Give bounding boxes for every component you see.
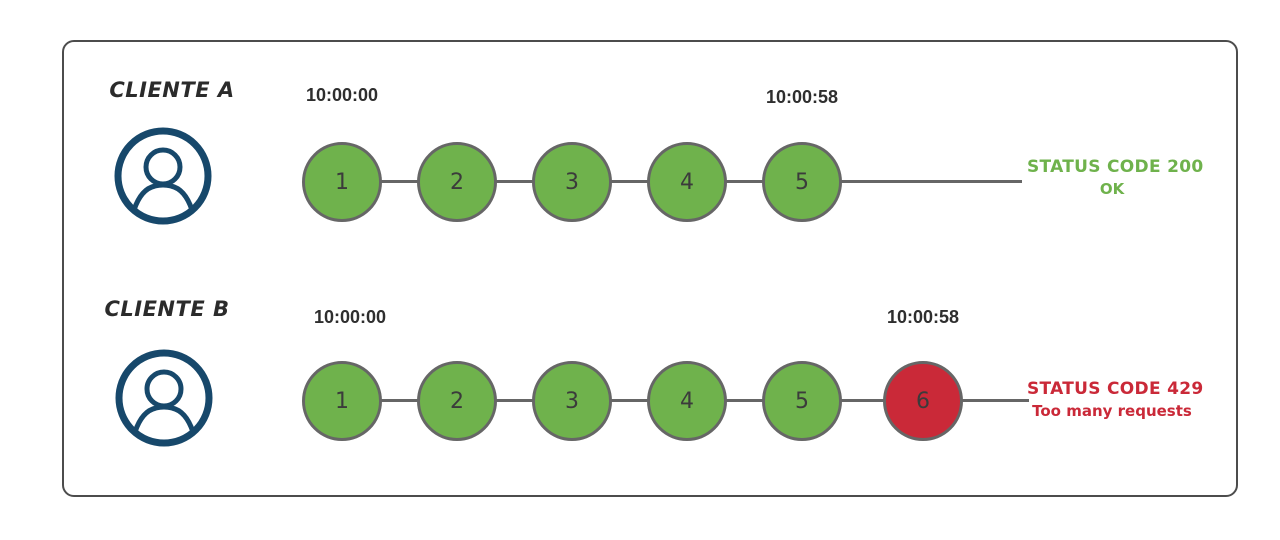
- request-circle: 1: [302, 142, 382, 222]
- status-code-text: STATUS CODE 429: [1027, 379, 1204, 399]
- request-circle: 3: [532, 361, 612, 441]
- request-number: 4: [680, 169, 694, 195]
- request-circle: 4: [647, 361, 727, 441]
- client-a-avatar: [113, 126, 213, 226]
- request-number: 3: [565, 169, 579, 195]
- row-b-start-time: 10:00:00: [313, 307, 387, 327]
- user-avatar-icon: [114, 127, 212, 225]
- request-circle-error: 6: [883, 361, 963, 441]
- request-number: 6: [916, 388, 930, 414]
- request-number: 3: [565, 388, 579, 414]
- row-b-status: STATUS CODE 429 Too many requests: [1027, 378, 1204, 421]
- row-a-start-time: 10:00:00: [305, 85, 379, 105]
- request-number: 2: [450, 169, 464, 195]
- request-circle: 5: [762, 142, 842, 222]
- user-avatar-icon: [115, 349, 213, 447]
- request-number: 5: [795, 388, 809, 414]
- request-number: 5: [795, 169, 809, 195]
- row-a-end-time: 10:00:58: [765, 87, 839, 107]
- request-circle: 2: [417, 361, 497, 441]
- diagram-frame: CLIENTE A 10:00:00 10:00:58 1 2 3 4 5 ST…: [62, 40, 1238, 497]
- request-circle: 4: [647, 142, 727, 222]
- row-b-end-time: 10:00:58: [886, 307, 960, 327]
- request-circle: 5: [762, 361, 842, 441]
- client-a-label: CLIENTE A: [109, 78, 235, 102]
- request-number: 4: [680, 388, 694, 414]
- status-message-text: Too many requests: [1032, 401, 1192, 420]
- status-message-text: OK: [1099, 179, 1125, 198]
- row-a-status: STATUS CODE 200 OK: [1027, 156, 1204, 199]
- request-circle: 1: [302, 361, 382, 441]
- client-b-label: CLIENTE B: [104, 297, 230, 321]
- status-code-text: STATUS CODE 200: [1027, 157, 1204, 177]
- request-number: 2: [450, 388, 464, 414]
- request-circle: 3: [532, 142, 612, 222]
- request-circle: 2: [417, 142, 497, 222]
- client-b-avatar: [114, 348, 214, 448]
- request-number: 1: [335, 169, 349, 195]
- request-number: 1: [335, 388, 349, 414]
